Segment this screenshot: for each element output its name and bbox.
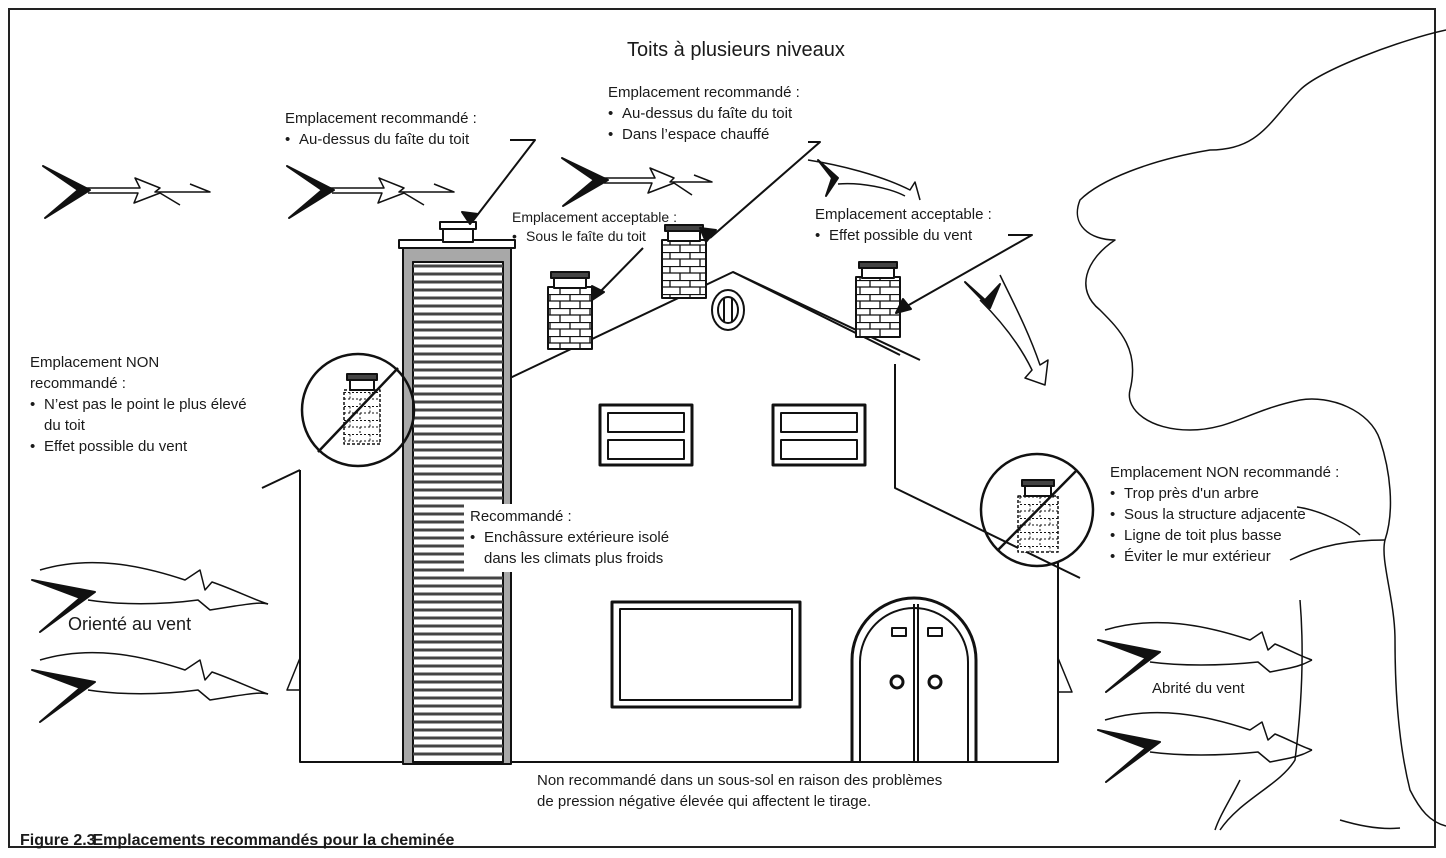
label-bullet: Trop près d'un arbre <box>1110 483 1339 504</box>
wind-arrows <box>31 157 1313 783</box>
chimney-acceptable-right <box>855 261 901 338</box>
label-windward: Orienté au vent <box>68 614 192 634</box>
label-bullet: Ligne de toit plus basse <box>1110 525 1339 546</box>
windward-arrow-2-icon <box>286 165 455 219</box>
downdraft-arrow-icon <box>964 274 1049 386</box>
attic-vent-icon <box>711 289 745 331</box>
label-acceptable-right: Emplacement acceptable : Effet possible … <box>815 204 992 246</box>
label-heading: Recommandé : <box>470 508 572 525</box>
label-not-recommended-left: Emplacement NON recommandé : N’est pas l… <box>30 352 247 457</box>
label-heading-cont: recommandé : <box>30 375 126 392</box>
figure-frame <box>8 8 1436 848</box>
label-bullet: Dans l’espace chauffé <box>608 124 800 145</box>
figure-number: Figure 2.3 <box>20 832 96 849</box>
figure-caption: Figure 2.3 Emplacements recommandés pour… <box>20 832 454 850</box>
label-basement-note: Non recommandé dans un sous-sol en raiso… <box>537 770 942 812</box>
windward-ground-arrow-2-icon <box>31 651 269 723</box>
label-heading: Emplacement recommandé : <box>285 110 477 127</box>
windward-arrow-4-icon <box>807 159 921 201</box>
not-recommended-left-icon <box>300 352 416 468</box>
house <box>261 271 1081 763</box>
label-recommended-top: Emplacement recommandé : Au-dessus du fa… <box>608 82 800 145</box>
label-not-recommended-right: Emplacement NON recommandé : Trop près d… <box>1110 462 1339 567</box>
leeward-arrow-2-icon <box>1097 711 1313 783</box>
label-bullet: Sous le faîte du toit <box>512 227 677 246</box>
window-right-icon <box>771 403 867 467</box>
basement-note-line: de pression négative élevée qui affecten… <box>537 793 872 810</box>
window-left-icon <box>598 403 694 467</box>
exterior-chimney-enclosure <box>398 221 516 765</box>
tree-icon <box>1076 29 1446 831</box>
label-heading: Emplacement acceptable : <box>815 206 992 223</box>
label-bullet: Effet possible du vent <box>815 225 992 246</box>
picture-window-icon <box>610 600 802 709</box>
chimney-recommended-ridge <box>661 224 707 299</box>
not-recommended-right-icon <box>979 452 1095 568</box>
leeward-arrow-1-icon <box>1097 621 1313 693</box>
eaves-brackets <box>286 657 1073 693</box>
label-bullet-cont: du toit <box>44 417 85 434</box>
windward-arrow-3-icon <box>561 157 713 207</box>
house-walls <box>299 470 1059 763</box>
label-enclosure: Recommandé : Enchâssure extérieure isolé… <box>470 506 669 569</box>
roof-eave-left <box>261 469 301 489</box>
windward-arrow-1-icon <box>42 165 211 219</box>
label-heading: Emplacement recommandé : <box>608 84 800 101</box>
label-heading: Emplacement NON <box>30 354 160 371</box>
basement-note-line: Non recommandé dans un sous-sol en raiso… <box>537 772 943 789</box>
label-bullet: Effet possible du vent <box>30 436 247 457</box>
double-door-icon <box>850 596 978 762</box>
label-heading: Emplacement acceptable : <box>512 209 677 225</box>
chimney-acceptable-mid <box>547 271 593 350</box>
label-bullet: Sous la structure adjacente <box>1110 504 1339 525</box>
label-bullet: Éviter le mur extérieur <box>1110 546 1339 567</box>
label-bullet-cont: dans les climats plus froids <box>484 550 664 567</box>
label-recommended-left: Emplacement recommandé : Au-dessus du fa… <box>285 108 477 150</box>
label-bullet: Enchâssure extérieure isolé <box>470 527 669 548</box>
label-bullet: Au-dessus du faîte du toit <box>608 103 800 124</box>
roof-underside <box>732 271 901 356</box>
label-heading: Emplacement NON recommandé : <box>1110 464 1340 481</box>
leader-lines <box>461 139 1033 314</box>
windward-ground-arrow-1-icon <box>31 561 269 633</box>
figure-title: Emplacements recommandés pour la cheminé… <box>92 832 455 849</box>
label-bullet: N’est pas le point le plus élevé <box>30 394 247 415</box>
label-bullet: Au-dessus du faîte du toit <box>285 129 477 150</box>
label-leeward: Abrité du vent <box>1152 680 1245 697</box>
label-acceptable-mid: Emplacement acceptable : Sous le faîte d… <box>512 208 677 246</box>
diagram-title: Toits à plusieurs niveaux <box>627 39 845 61</box>
